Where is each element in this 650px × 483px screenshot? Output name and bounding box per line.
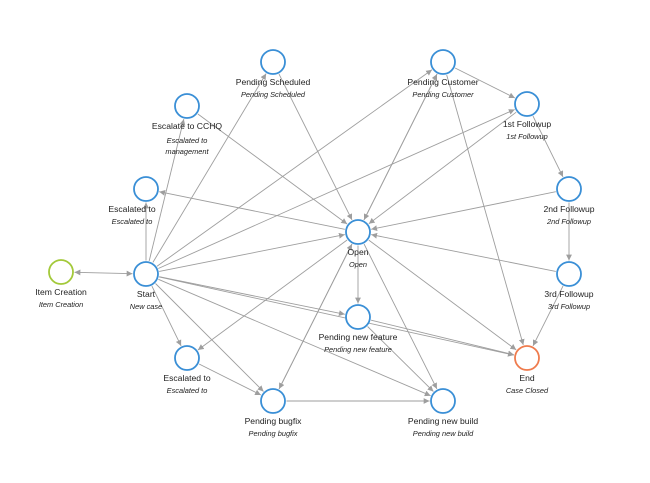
edge-pending_customer-to-followup1 (454, 67, 516, 99)
state-title: 2nd Followup (543, 204, 594, 214)
edge-start-to-pending_bugfix (155, 283, 264, 392)
state-circle[interactable] (260, 388, 286, 414)
state-circle[interactable] (133, 261, 159, 287)
state-circle[interactable] (345, 304, 371, 330)
state-title: Item Creation (35, 287, 87, 297)
edge-followup3-to-end (532, 285, 564, 347)
edge-escalate_cchq-to-open (197, 113, 348, 225)
state-title: Pending Customer (407, 77, 478, 87)
edge-pending_feature-to-pending_build (367, 326, 434, 392)
state-node-escalated-bottom[interactable]: Escalated to Escalated to (163, 345, 211, 395)
edge-open-to-pending_customer (363, 73, 438, 221)
state-title: 3rd Followup (544, 289, 593, 299)
edge-start-to-escalated_bottom (151, 285, 182, 347)
state-title: Start (137, 289, 156, 299)
edge-start-to-item_creation (74, 269, 133, 277)
edge-start-to-escalate_cchq (148, 118, 186, 262)
state-node-followup1[interactable]: 1st Followup 1st Followup (503, 91, 551, 141)
edge-open-to-escalated_bottom (197, 239, 348, 351)
edge-start-to-end (159, 276, 514, 357)
state-circle[interactable] (345, 219, 371, 245)
state-subtitle: Pending bugfix (249, 429, 298, 438)
edge-start-to-pending_build (158, 278, 431, 397)
state-node-escalated-top[interactable]: Escalated to Escalated to (108, 176, 159, 226)
state-title: Escalate to CCHQ (152, 121, 223, 131)
edge-followup1-to-followup2 (532, 115, 564, 178)
edge-pending_bugfix-to-open (278, 243, 353, 390)
state-circle[interactable] (514, 345, 540, 371)
edge-followup2-to-open (371, 191, 556, 231)
state-subtitle: 2nd Followup (546, 217, 591, 226)
state-subtitle: Pending new feature (324, 345, 392, 354)
state-circle[interactable] (430, 49, 456, 75)
edge-start-to-open (159, 232, 345, 272)
edges-layer (74, 67, 572, 404)
edge-pending_feature-to-end (370, 319, 515, 357)
state-subtitle: 1st Followup (506, 132, 548, 141)
state-title: Pending new feature (319, 332, 398, 342)
state-circle[interactable] (48, 259, 74, 285)
state-node-followup2[interactable]: 2nd Followup 2nd Followup (543, 176, 595, 226)
state-subtitle: Pending Scheduled (241, 90, 306, 99)
state-circle[interactable] (174, 345, 200, 371)
edge-open-to-escalated_top (159, 189, 345, 230)
state-title: Pending new build (408, 416, 478, 426)
state-subtitle: Pending Customer (412, 90, 474, 99)
state-title: Escalated to (163, 373, 211, 383)
state-subtitle: Case Closed (506, 386, 549, 395)
state-subtitle: Pending new build (413, 429, 474, 438)
state-subtitle: Item Creation (39, 300, 83, 309)
state-node-followup3[interactable]: 3rd Followup 3rd Followup (544, 261, 594, 311)
state-title: Pending bugfix (245, 416, 303, 426)
edge-followup3-to-open (371, 232, 556, 272)
edge-open-to-end (368, 239, 517, 351)
edge-start-to-pending_customer (156, 69, 433, 267)
state-title: Open (347, 247, 368, 257)
edge-escalated_bottom-to-pending_bugfix (198, 363, 262, 396)
state-circle[interactable] (430, 388, 456, 414)
state-circle[interactable] (260, 49, 286, 75)
state-title: 1st Followup (503, 119, 551, 129)
state-title: Pending Scheduled (236, 77, 311, 87)
state-subtitle: Escalated to (112, 217, 153, 226)
state-title: End (519, 373, 535, 383)
state-circle[interactable] (174, 93, 200, 119)
state-subtitle: Escalated to (167, 386, 208, 395)
state-circle[interactable] (556, 261, 582, 287)
edge-start-to-pending_scheduled (152, 73, 267, 263)
state-subtitle: Open (349, 260, 367, 269)
edge-followup1-to-open (368, 111, 517, 225)
state-circle[interactable] (133, 176, 159, 202)
state-circle[interactable] (556, 176, 582, 202)
edge-pending_scheduled-to-open (278, 73, 353, 221)
state-circle[interactable] (514, 91, 540, 117)
edge-open-to-pending_build (363, 243, 438, 390)
state-subtitle: New case (130, 302, 162, 311)
state-title: Escalated to (108, 204, 156, 214)
edge-pending_customer-to-end (446, 74, 525, 346)
state-subtitle: 3rd Followup (548, 302, 590, 311)
edge-start-to-pending_feature (159, 276, 345, 317)
